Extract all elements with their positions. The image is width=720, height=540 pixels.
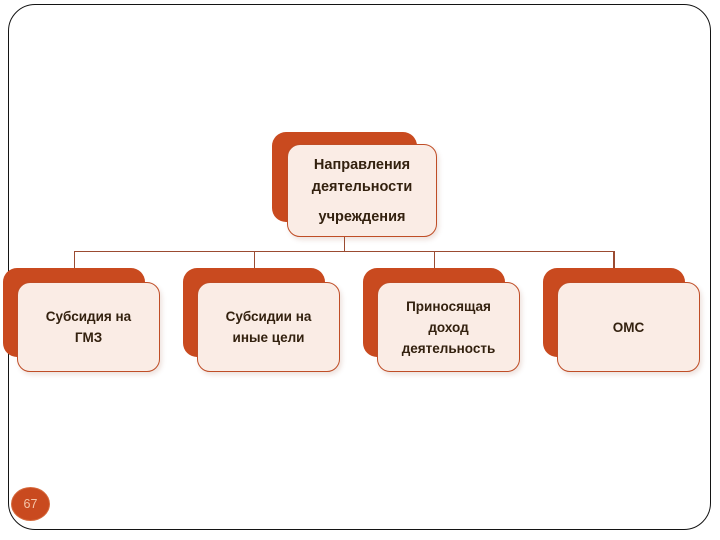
root-node-label: Направления деятельности учреждения [296, 154, 428, 228]
connector-horizontal-bus [73, 251, 615, 253]
child-node-label: Приносящая доход деятельность [401, 298, 496, 356]
page-number-badge: 67 [11, 487, 50, 521]
child-node-label: Субсидии на иные цели [225, 309, 312, 345]
connector-drop-2 [253, 251, 255, 269]
child-node-label: ОМС [612, 319, 645, 335]
connector-drop-3 [433, 251, 435, 269]
root-node-label-line2: учреждения [318, 208, 406, 225]
root-node-box: Направления деятельности учреждения [287, 144, 437, 237]
connector-drop-4 [613, 251, 615, 269]
child-node-box: Субсидия на ГМЗ [17, 282, 160, 372]
connector-root-stem [343, 236, 345, 252]
child-node-box: Субсидии на иные цели [197, 282, 340, 372]
connector-drop-1 [73, 251, 75, 269]
page-number: 67 [23, 497, 38, 511]
child-node-label: Субсидия на ГМЗ [45, 309, 132, 345]
child-node-box: ОМС [557, 282, 700, 372]
root-node-label-line1: Направления деятельности [311, 156, 413, 195]
child-node-box: Приносящая доход деятельность [377, 282, 520, 372]
slide-border-frame [8, 4, 711, 530]
